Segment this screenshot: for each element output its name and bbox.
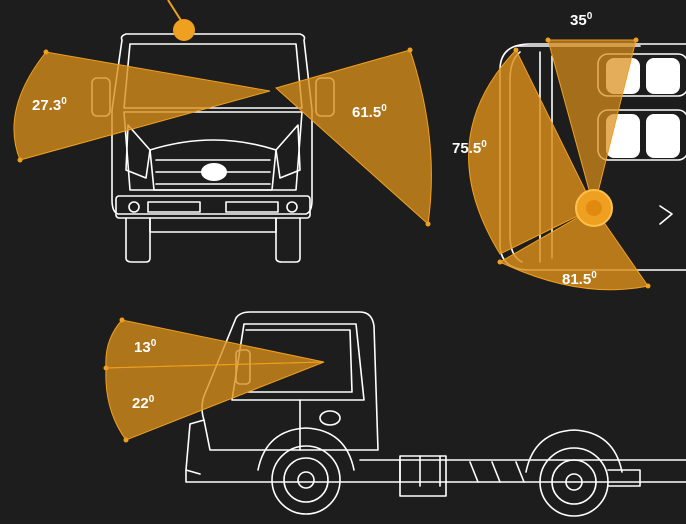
- top-view: [468, 37, 686, 291]
- front-right-fan: [274, 49, 432, 225]
- top-left-fan: [468, 49, 595, 255]
- side-arrow-tips: [103, 317, 129, 443]
- side-upper-angle-label: 130: [134, 338, 157, 356]
- emblem-icon: [201, 163, 227, 181]
- front-truck-outline: [91, 33, 335, 263]
- top-left-angle-label: 75.50: [452, 139, 487, 157]
- front-left-fan: [13, 51, 271, 161]
- front-right-angle-label: 61.50: [352, 103, 387, 121]
- top-bottom-fan: [498, 207, 649, 291]
- front-view: 27.30 61.50: [13, 0, 432, 263]
- side-view: [103, 311, 686, 517]
- top-top-angle-label: 350: [570, 11, 593, 29]
- front-arrow-tips: [17, 47, 431, 227]
- top-top-fan: [547, 39, 637, 210]
- front-left-angle-label: 27.30: [32, 96, 67, 114]
- eye-point-icon: [173, 19, 195, 41]
- side-lower-angle-label: 220: [132, 394, 155, 412]
- top-arrow-tips: [497, 37, 651, 289]
- side-truck-outline: [185, 311, 686, 517]
- top-bottom-angle-label: 81.50: [562, 270, 597, 288]
